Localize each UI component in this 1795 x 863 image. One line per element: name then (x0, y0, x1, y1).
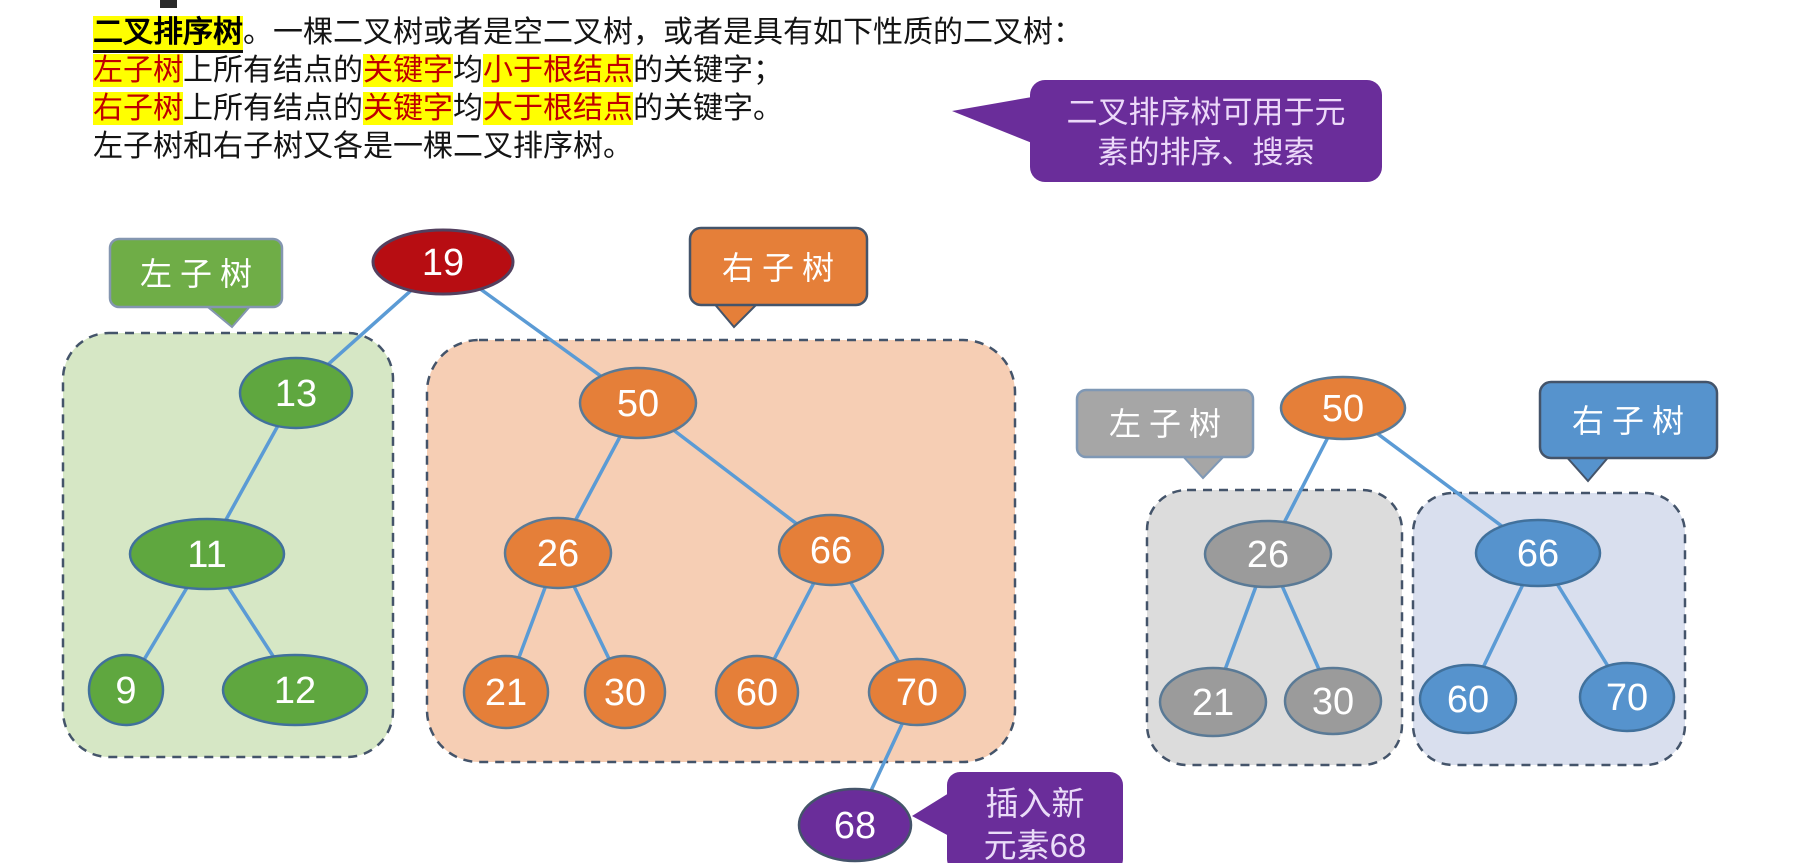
line4-text: 左子树和右子树又各是一棵二叉排序树。 (93, 130, 633, 163)
node-r30-value: 30 (1312, 681, 1354, 723)
node-30-value: 30 (604, 672, 646, 714)
label-text: 左子树 (140, 256, 260, 292)
definition-line-2: 左子树上所有结点的关键字均小于根结点的关键字； (93, 52, 1083, 90)
node-66-value: 66 (810, 530, 852, 572)
right-subtree-label-blue: 右子树 (1538, 380, 1719, 483)
node-11-value: 11 (187, 534, 226, 576)
node-70-value: 70 (896, 672, 938, 714)
node-66 (777, 513, 885, 587)
hl-left-subtree: 左子树 (93, 54, 183, 87)
label-text: 右子树 (1572, 403, 1692, 439)
node-12 (221, 653, 369, 727)
callout-pointer (952, 97, 1032, 143)
right-subtree-label-orange: 右子树 (688, 226, 869, 329)
node-26 (503, 516, 613, 590)
definition-line-3: 右子树上所有结点的关键字均大于根结点的关键字。 (93, 90, 1083, 128)
node-50 (578, 366, 698, 440)
node-68-value: 68 (834, 805, 876, 847)
label-text: 左子树 (1109, 406, 1229, 442)
line3-text-1: 上所有结点的 (183, 92, 363, 125)
definition-line-1: 二叉排序树。一棵二叉树或者是空二叉树，或者是具有如下性质的二叉树： (93, 14, 1083, 53)
label-bubble (1075, 388, 1255, 459)
node-r60 (1418, 663, 1518, 735)
node-r50 (1279, 375, 1407, 441)
callout-text-line1: 二叉排序树可用于元 (1067, 95, 1346, 130)
label-bubble (1538, 380, 1719, 460)
definition-line-1-rest: 。一棵二叉树或者是空二叉树，或者是具有如下性质的二叉树： (243, 16, 1083, 49)
hl-less-than-root: 小于根结点 (483, 54, 633, 87)
node-r26 (1203, 519, 1333, 589)
label-bubble (108, 237, 284, 309)
cropped-artifact (160, 0, 177, 8)
node-30 (583, 654, 667, 730)
node-19-value: 19 (422, 242, 464, 284)
callout-text-line2: 元素68 (984, 827, 1087, 863)
hl-key-2: 关键字 (363, 92, 453, 125)
node-r60-value: 60 (1447, 679, 1489, 721)
callout-bubble (947, 772, 1123, 863)
left-subtree-label-green: 左子树 (108, 237, 284, 329)
node-r30 (1283, 666, 1383, 736)
line2-text-3: 的关键字； (633, 54, 783, 87)
node-r21 (1158, 666, 1268, 738)
line3-text-3: 的关键字。 (633, 92, 783, 125)
node-r70-value: 70 (1606, 677, 1648, 719)
node-9 (87, 653, 165, 727)
term-title: 二叉排序树 (93, 16, 243, 53)
right-subtree-box-orange (425, 338, 1017, 764)
node-60 (714, 654, 800, 730)
node-26-value: 26 (537, 533, 579, 575)
node-12-value: 12 (274, 670, 316, 712)
line3-text-2: 均 (453, 92, 483, 125)
insert-callout: 插入新 元素68 (912, 772, 1123, 863)
node-21-value: 21 (485, 672, 527, 714)
node-70 (867, 657, 967, 727)
node-11 (128, 517, 286, 591)
hl-key: 关键字 (363, 54, 453, 87)
node-50-value: 50 (617, 383, 659, 425)
label-text: 右子树 (722, 250, 842, 286)
usage-callout: 二叉排序树可用于元 素的排序、搜索 (952, 80, 1382, 182)
node-13 (238, 356, 354, 430)
node-19 (371, 228, 515, 296)
node-r21-value: 21 (1192, 682, 1234, 724)
node-9-value: 9 (115, 670, 136, 712)
node-r70 (1578, 661, 1676, 733)
callout-bubble (1030, 80, 1382, 182)
line2-text-2: 均 (453, 54, 483, 87)
line2-text-1: 上所有结点的 (183, 54, 363, 87)
node-13-value: 13 (275, 373, 317, 415)
label-bubble (688, 226, 869, 307)
node-r66 (1474, 518, 1602, 588)
node-60-value: 60 (736, 672, 778, 714)
left-subtree-label-gray: 左子树 (1075, 388, 1255, 480)
node-r26-value: 26 (1247, 534, 1289, 576)
node-68-inserted (797, 787, 913, 863)
node-r50-value: 50 (1322, 388, 1364, 430)
callout-text-line1: 插入新 (986, 785, 1085, 822)
hl-right-subtree: 右子树 (93, 92, 183, 125)
hl-greater-than-root: 大于根结点 (483, 92, 633, 125)
definition-line-4: 左子树和右子树又各是一棵二叉排序树。 (93, 128, 1083, 166)
definition-paragraph: 二叉排序树。一棵二叉树或者是空二叉树，或者是具有如下性质的二叉树： 左子树上所有… (93, 14, 1083, 166)
node-r66-value: 66 (1517, 533, 1559, 575)
node-21 (462, 654, 550, 730)
callout-pointer (912, 793, 949, 836)
callout-text-line2: 素的排序、搜索 (1098, 135, 1315, 170)
